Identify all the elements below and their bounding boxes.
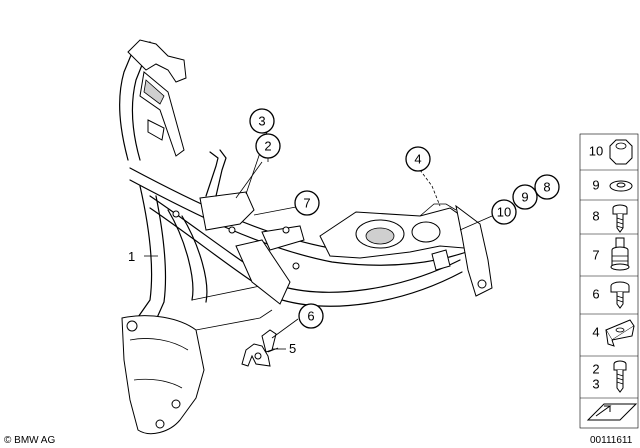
- collar-screw-icon: [610, 281, 630, 309]
- svg-text:10: 10: [497, 205, 511, 220]
- legend-label-2: 2: [592, 362, 599, 377]
- clip-nut-icon: [605, 319, 635, 347]
- callout-10: 10: [491, 199, 517, 225]
- label-1: 1: [128, 249, 135, 264]
- svg-text:2: 2: [264, 139, 271, 154]
- callout-6: 6: [298, 303, 324, 329]
- svg-text:6: 6: [307, 309, 314, 324]
- legend-label-6: 6: [592, 287, 599, 302]
- callout-8: 8: [534, 174, 560, 200]
- svg-text:4: 4: [414, 152, 421, 167]
- rubber-mount-icon: [610, 237, 630, 271]
- legend-label-10: 10: [589, 144, 603, 159]
- callout-7: 7: [294, 190, 320, 216]
- svg-text:8: 8: [543, 180, 550, 195]
- callout-9: 9: [512, 184, 538, 210]
- callout-2: 2: [255, 133, 281, 159]
- screw-icon: [612, 204, 628, 233]
- svg-text:7: 7: [303, 196, 310, 211]
- washer-icon: [609, 180, 633, 192]
- bolt-icon: [613, 360, 627, 393]
- legend-label-9: 9: [592, 178, 599, 193]
- legend-label-7: 7: [592, 248, 599, 263]
- svg-text:9: 9: [521, 190, 528, 205]
- copyright-text: © BMW AG: [4, 435, 55, 446]
- svg-text:3: 3: [258, 114, 265, 129]
- front-frame-drawing: [119, 39, 493, 435]
- diagram-number: 00111611: [590, 435, 633, 446]
- nut-icon: [609, 139, 633, 165]
- callout-4: 4: [405, 146, 431, 172]
- legend-label-8: 8: [592, 209, 599, 224]
- legend-label-3: 3: [592, 377, 599, 392]
- parts-legend: 10 9 8 7 6: [579, 133, 639, 429]
- legend-label-4: 4: [592, 325, 599, 340]
- callout-3: 3: [249, 108, 275, 134]
- reference-arrow-icon: [586, 403, 638, 421]
- label-5: 5: [289, 341, 296, 356]
